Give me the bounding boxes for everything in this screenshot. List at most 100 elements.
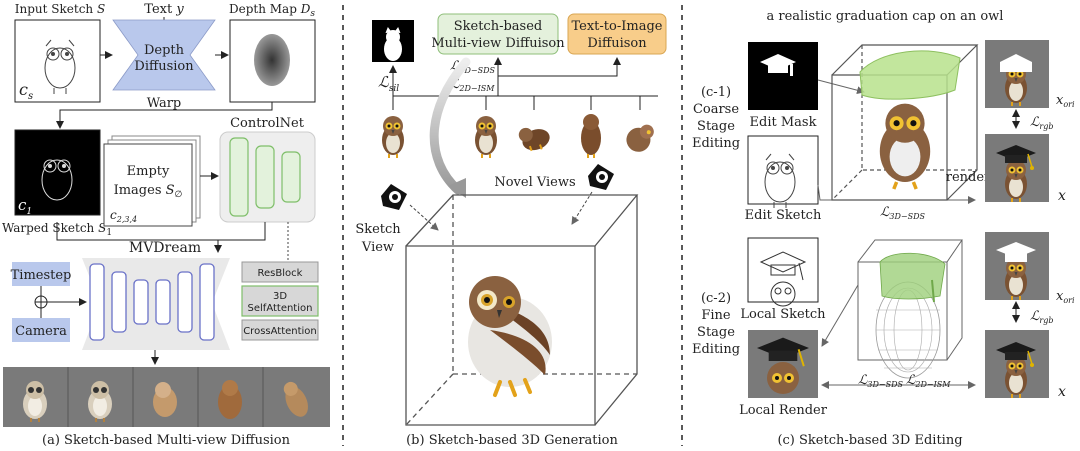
fine-loss-rgb: ℒrgb bbox=[1030, 309, 1053, 325]
caption-b: (b) Sketch-based 3D Generation bbox=[406, 433, 618, 448]
c1-label: c1 bbox=[18, 196, 32, 217]
novel-view-camera-icon bbox=[588, 164, 614, 190]
mvdream-layer-6 bbox=[199, 263, 215, 341]
loss-2d-ism: ℒ2D−ISM bbox=[450, 77, 495, 93]
warped-sketch-label: Warped Sketch S1 bbox=[2, 221, 112, 238]
coarse-label-2: Coarse bbox=[693, 102, 739, 117]
output-view-5 bbox=[283, 381, 308, 417]
local-render-label: Local Render bbox=[739, 403, 828, 418]
mv-diffusion-box bbox=[437, 13, 559, 55]
coarse-x: x bbox=[1058, 188, 1066, 204]
mv-diffusion-label-1: Sketch-based bbox=[454, 19, 543, 34]
empty-images-label-2: Images S∅ bbox=[114, 183, 183, 200]
render-view-3 bbox=[518, 127, 550, 152]
selfattn-label-1: 3D bbox=[273, 291, 287, 302]
t2i-label-1: Text-to-Image bbox=[572, 19, 663, 34]
fine-x: x bbox=[1058, 384, 1066, 400]
empty-images-label-1: Empty bbox=[127, 164, 170, 179]
novel-views-label: Novel Views bbox=[494, 175, 575, 190]
output-view-3 bbox=[153, 382, 177, 417]
fine-cap-region bbox=[879, 252, 946, 300]
edit-mask-label: Edit Mask bbox=[750, 115, 817, 130]
mvdream-layer-1 bbox=[89, 263, 105, 341]
mvdream-layer-5 bbox=[177, 271, 193, 333]
fine-label-4: Editing bbox=[692, 342, 740, 357]
render-view-5 bbox=[626, 124, 654, 152]
text-y-label: Text y bbox=[144, 2, 184, 17]
caption-c: (c) Sketch-based 3D Editing bbox=[777, 433, 962, 448]
loss-3d-sds: ℒ3D−SDS bbox=[450, 59, 495, 75]
fine-label-3: Stage bbox=[697, 325, 735, 340]
output-views-strip bbox=[3, 367, 330, 427]
loss-sil: ℒsil bbox=[378, 73, 399, 94]
panel-a: Input Sketch S cs Text y Depth Diffusion… bbox=[2, 2, 330, 448]
fine-ref-mask bbox=[996, 242, 1036, 262]
camera-box bbox=[12, 318, 70, 342]
coarse-label-3: Stage bbox=[697, 119, 735, 134]
local-sketch-label: Local Sketch bbox=[740, 307, 826, 322]
selfattn-label-2: SelfAttention bbox=[248, 303, 313, 314]
camera-label: Camera bbox=[15, 324, 67, 339]
mvdream-label: MVDream bbox=[129, 240, 201, 256]
coarse-loss-rgb: ℒrgb bbox=[1030, 115, 1053, 131]
generated-owl bbox=[468, 276, 552, 397]
mv-diffusion-label-2: Multi-view Diffuison bbox=[431, 36, 565, 51]
render-view-1 bbox=[381, 115, 405, 159]
depth-diffusion-label-1: Depth bbox=[144, 43, 185, 58]
render-label: render bbox=[946, 170, 991, 185]
t2i-label-2: Diffuison bbox=[587, 36, 647, 51]
edit-mask-image bbox=[748, 42, 818, 110]
local-sketch-image bbox=[747, 237, 819, 303]
swoosh-arrow bbox=[429, 57, 471, 195]
selfattn-legend bbox=[241, 285, 319, 317]
cap-mask-shape bbox=[760, 54, 796, 76]
depth-diffusion-block bbox=[112, 19, 216, 91]
input-sketch-box bbox=[14, 19, 101, 103]
controlnet-layer-3 bbox=[281, 151, 301, 203]
resblock-legend bbox=[241, 261, 319, 283]
crossattn-label: CrossAttention bbox=[243, 326, 317, 337]
controlnet-layer-1 bbox=[229, 137, 249, 217]
depth-map-title: Depth Map Ds bbox=[229, 2, 315, 19]
edit-sketch-label: Edit Sketch bbox=[745, 208, 822, 223]
warp-label: Warp bbox=[147, 96, 182, 111]
t2i-diffusion-box bbox=[567, 13, 667, 55]
c234-label: c2,3,4 bbox=[110, 208, 137, 224]
output-view-4 bbox=[218, 380, 242, 419]
fine-loss-3d-sds: ℒ3D−SDS bbox=[858, 373, 903, 389]
depth-diffusion-label-2: Diffusion bbox=[134, 59, 194, 74]
timestep-box bbox=[12, 262, 70, 286]
sketch-view-label-1: Sketch bbox=[355, 222, 401, 237]
resblock-label: ResBlock bbox=[258, 268, 303, 279]
coarse-label-1: (c-1) bbox=[701, 85, 731, 100]
coarse-loss-3d-sds: ℒ3D−SDS bbox=[880, 205, 925, 221]
edit-prompt: a realistic graduation cap on an owl bbox=[767, 9, 1004, 24]
depth-owl-shape bbox=[254, 34, 290, 86]
render-view-2 bbox=[474, 115, 498, 159]
input-sketch-title: Input Sketch S bbox=[15, 2, 105, 16]
cs-label: cs bbox=[19, 80, 33, 102]
wireframe-owl bbox=[875, 252, 946, 379]
coarse-x-ori: xori bbox=[1056, 93, 1075, 109]
fine-x-ori: xori bbox=[1056, 289, 1075, 305]
crossattn-legend bbox=[241, 319, 319, 341]
fine-loss-2d-ism: ℒ2D−ISM bbox=[906, 373, 951, 389]
panel-b: ℒsil Sketch-based Multi-view Diffuison T… bbox=[355, 13, 667, 448]
sketch-view-label-2: View bbox=[361, 240, 394, 255]
owl-silhouette-icon bbox=[384, 26, 402, 61]
coarse-label-4: Editing bbox=[692, 136, 740, 151]
panel-c: a realistic graduation cap on an owl (c-… bbox=[692, 9, 1075, 448]
fine-label-2: Fine bbox=[701, 308, 731, 323]
warped-owl-icon bbox=[41, 159, 73, 201]
local-sketch-cap-icon bbox=[759, 251, 807, 307]
local-render-owl bbox=[767, 362, 799, 394]
render-view-4 bbox=[581, 114, 601, 158]
edit-sketch-image bbox=[747, 135, 819, 205]
coarse-owl bbox=[879, 103, 931, 190]
mvdream-layer-4 bbox=[155, 279, 171, 325]
mvdream-layer-2 bbox=[111, 271, 127, 333]
timestep-label: Timestep bbox=[11, 268, 72, 283]
mvdream-layer-3 bbox=[133, 279, 149, 325]
controlnet-layer-2 bbox=[255, 145, 275, 209]
